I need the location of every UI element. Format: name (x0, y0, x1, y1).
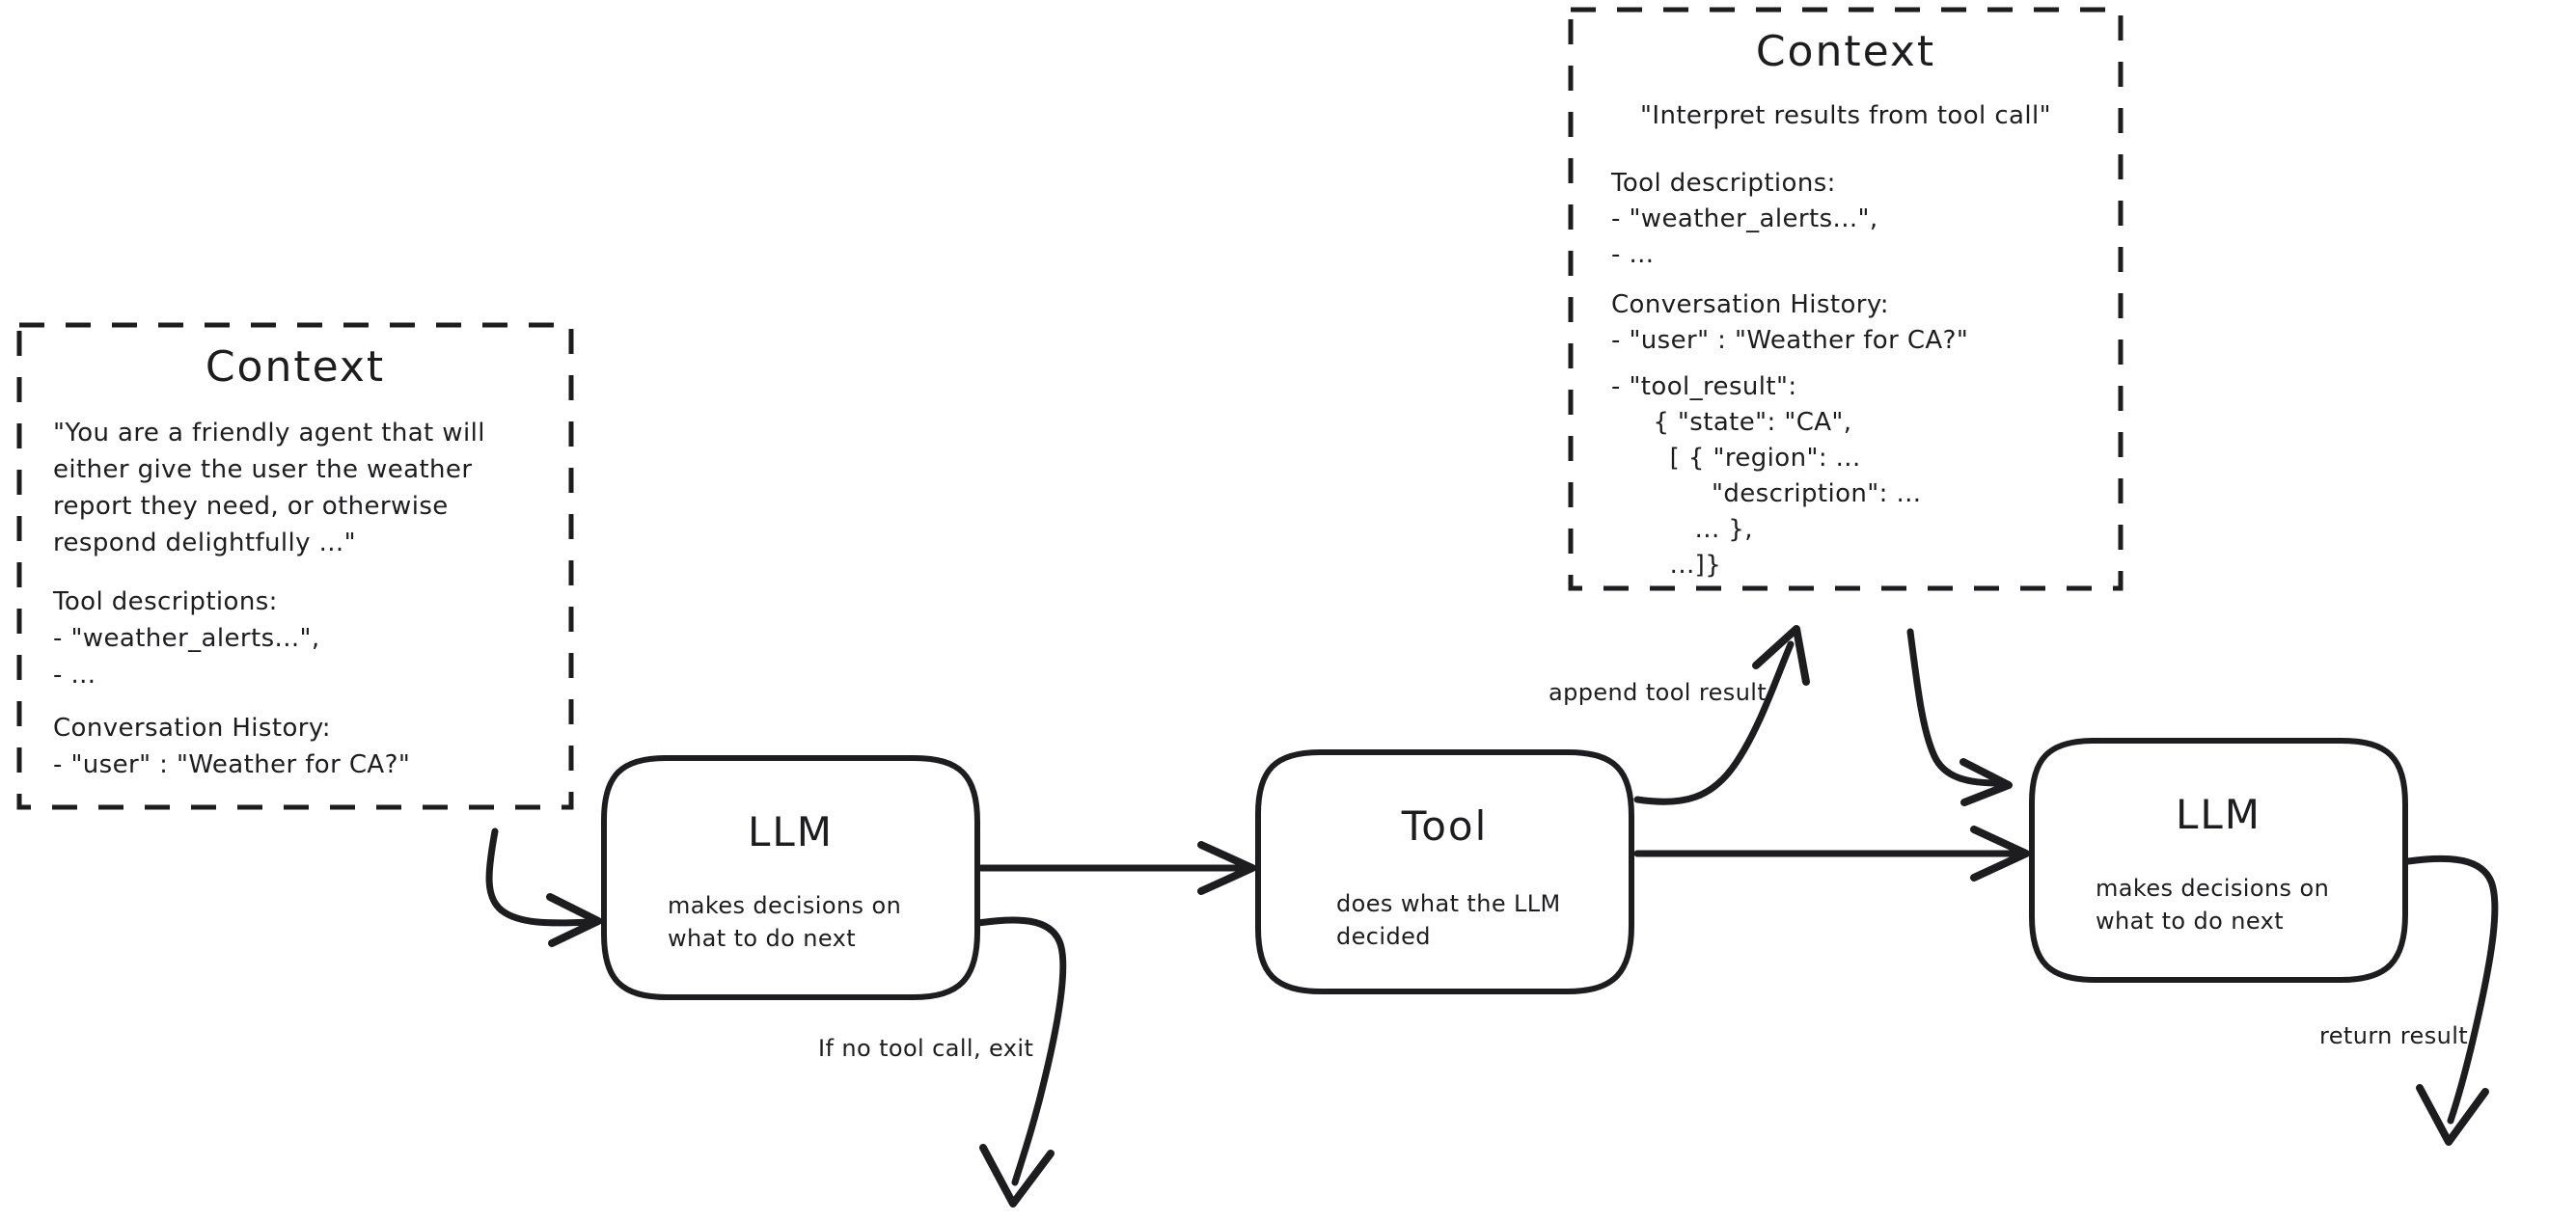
edge-context-to-llm2 (1906, 628, 2013, 806)
llm-2-title: LLM (2175, 791, 2262, 838)
edge-tool-to-context (1633, 625, 1810, 805)
context-left-title: Context (205, 342, 386, 392)
context-right-tool-items: - "weather_alerts...", - ... (1611, 204, 1878, 269)
context-left-history-items: - "user" : "Weather for CA?" (53, 750, 411, 779)
context-left-box (16, 322, 574, 810)
llm-1-subtitle: makes decisions on what to do next (668, 892, 902, 952)
tool-subtitle: does what the LLM decided (1336, 890, 1561, 950)
context-right-history-header: Conversation History: (1611, 290, 1889, 319)
context-left-tool-items: - "weather_alerts...", - ... (53, 624, 320, 690)
context-right-tool-header: Tool descriptions: (1611, 169, 1836, 198)
context-right-tool-result-body: { "state": "CA", [ { "region": ... "desc… (1653, 408, 1922, 580)
edge-llm2-return (2404, 855, 2499, 1146)
llm-1-title: LLM (747, 808, 835, 855)
context-right-title: Context (1755, 27, 1936, 76)
context-left-tool-header: Tool descriptions: (53, 587, 278, 616)
llm-2-subtitle: makes decisions on what to do next (2096, 875, 2330, 935)
context-right-history-user: - "user" : "Weather for CA?" (1611, 326, 1969, 355)
llm-1-box (601, 755, 980, 1000)
context-right-box (1568, 7, 2124, 591)
tool-title: Tool (1401, 802, 1489, 850)
llm-2-box (2029, 738, 2408, 983)
context-right-history-tool-result: - "tool_result": (1611, 372, 1797, 401)
edge-context-to-llm1 (485, 828, 602, 947)
edge-label-llm2-return: return result (2319, 1022, 2469, 1049)
tool-box (1255, 749, 1634, 994)
edge-tool-to-llm2 (1633, 826, 2030, 882)
edge-label-tool-to-context: append tool result (1548, 679, 1768, 706)
context-right-system-prompt: "Interpret results from tool call" (1640, 101, 2051, 130)
edge-label-llm1-exit: If no tool call, exit (818, 1035, 1034, 1062)
edge-llm1-exit (974, 916, 1067, 1207)
context-left-history-header: Conversation History: (53, 714, 331, 743)
context-left-system-prompt: "You are a friendly agent that will eith… (53, 419, 485, 557)
edge-llm1-to-tool (977, 841, 1256, 895)
